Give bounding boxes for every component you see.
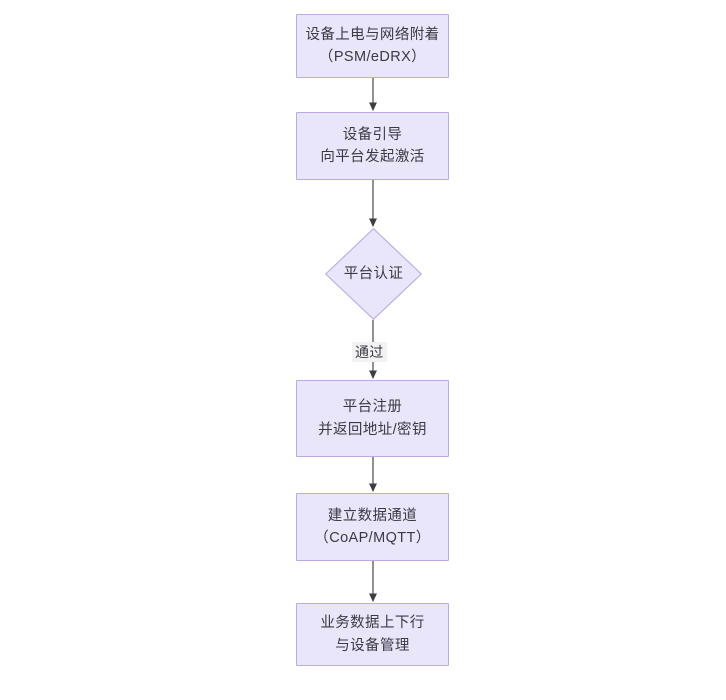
node-label-line: 设备引导 (342, 126, 403, 143)
node-device-bootstrap[interactable]: 设备引导 向平台发起激活 (296, 112, 449, 180)
node-label-line: 设备上电与网络附着 (305, 26, 440, 43)
node-label-line: （CoAP/MQTT） (314, 530, 431, 546)
node-platform-authentication[interactable]: 平台认证 (325, 228, 422, 320)
node-label-line: （PSM/eDRX） (318, 49, 427, 65)
node-label-line: 与设备管理 (335, 637, 410, 654)
node-label-line: 建立数据通道 (327, 507, 418, 524)
node-platform-registration[interactable]: 平台注册 并返回地址/密钥 (296, 380, 449, 457)
node-label-line: 并返回地址/密钥 (318, 421, 427, 438)
node-label-line: 平台认证 (343, 265, 404, 282)
diamond-shape-icon (325, 228, 422, 320)
node-label-line: 业务数据上下行 (320, 615, 425, 632)
node-establish-data-channel[interactable]: 建立数据通道 （CoAP/MQTT） (296, 493, 449, 561)
node-business-data-and-device-management[interactable]: 业务数据上下行 与设备管理 (296, 603, 449, 666)
edge-label-pass: 通过 (352, 342, 387, 363)
node-label-line: 向平台发起激活 (320, 149, 425, 165)
node-label-line: 平台注册 (342, 399, 403, 416)
node-device-power-on[interactable]: 设备上电与网络附着 （PSM/eDRX） (296, 14, 449, 78)
